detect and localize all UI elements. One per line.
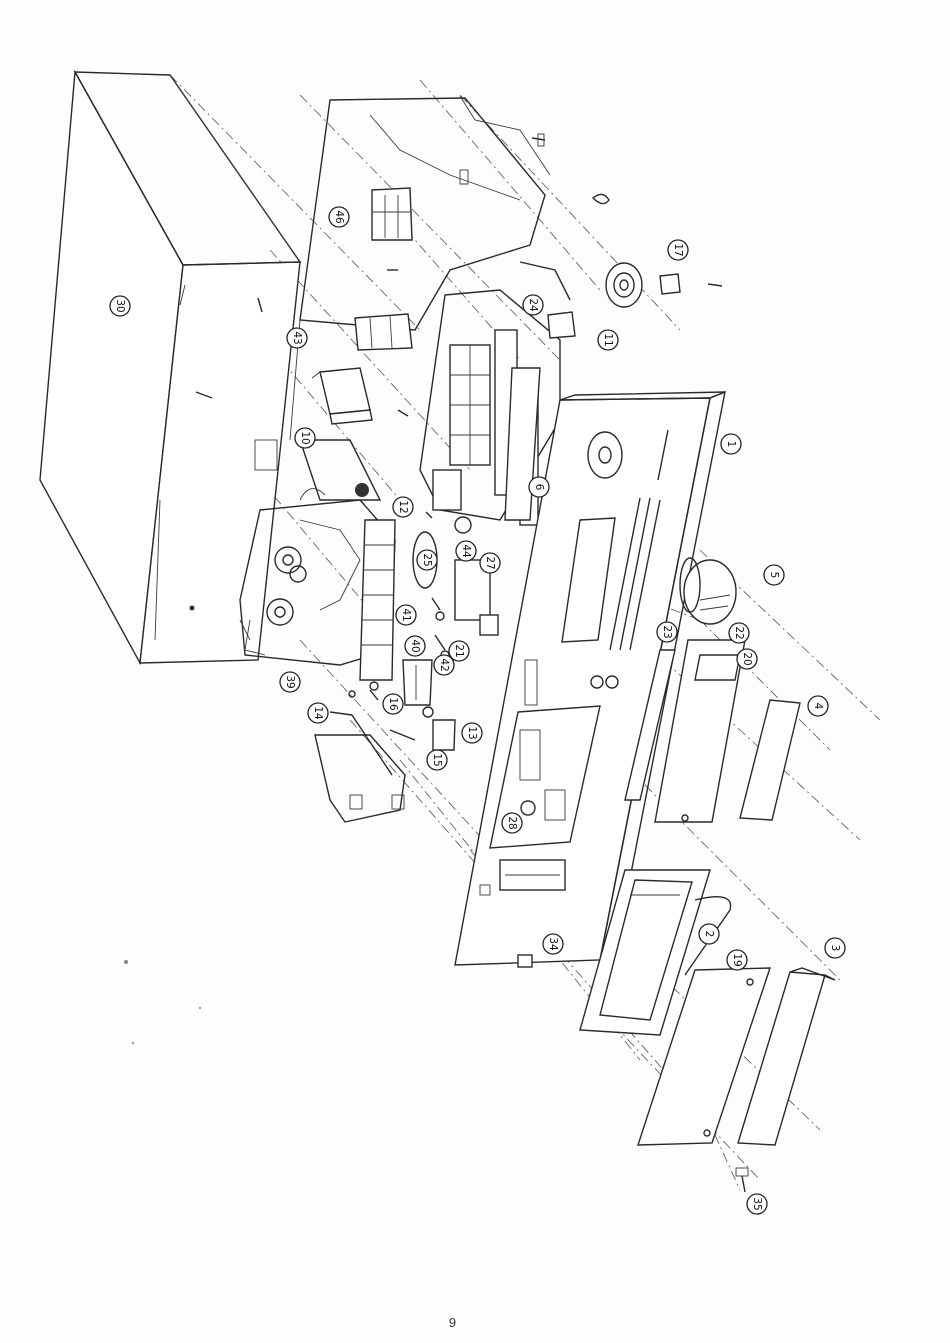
callout-1: 1 (721, 434, 741, 454)
small-parts-cluster (432, 598, 449, 659)
svg-text:40: 40 (409, 639, 421, 652)
svg-text:23: 23 (661, 625, 673, 638)
callout-13: 13 (462, 723, 482, 743)
callout-15: 15 (427, 750, 447, 770)
callout-25: 25 (417, 550, 437, 570)
svg-text:43: 43 (291, 331, 303, 344)
callout-3: 3 (825, 938, 845, 958)
bracket-part-24 (520, 262, 570, 300)
svg-text:27: 27 (484, 556, 496, 569)
callout-6: 6 (529, 477, 549, 497)
scan-specks (124, 960, 201, 1044)
part-13-block (433, 720, 455, 750)
svg-text:42: 42 (438, 658, 450, 671)
svg-text:19: 19 (731, 953, 743, 966)
svg-text:24: 24 (527, 298, 539, 312)
svg-text:25: 25 (421, 553, 433, 566)
trim-part-4 (740, 700, 800, 820)
svg-text:35: 35 (751, 1197, 763, 1210)
callout-40: 40 (405, 636, 425, 656)
clip-part-34 (518, 955, 532, 967)
svg-text:28: 28 (506, 816, 518, 829)
svg-text:3: 3 (829, 945, 841, 952)
callout-35: 35 (747, 1194, 767, 1214)
callout-46: 46 (329, 207, 349, 227)
svg-text:41: 41 (400, 608, 412, 621)
svg-text:22: 22 (733, 626, 745, 639)
callout-44: 44 (456, 541, 476, 561)
svg-text:6: 6 (533, 484, 545, 491)
callout-23: 23 (657, 622, 677, 642)
keys-part-12 (360, 520, 395, 680)
callout-42: 42 (434, 655, 454, 675)
svg-text:12: 12 (397, 500, 409, 513)
svg-text:1: 1 (725, 441, 737, 448)
callout-28: 28 (502, 813, 522, 833)
callout-17: 17 (668, 240, 688, 260)
svg-text:16: 16 (387, 697, 399, 711)
svg-text:2: 2 (703, 931, 715, 938)
transformer-part-43 (312, 368, 372, 424)
svg-text:20: 20 (741, 652, 753, 665)
callout-12: 12 (393, 497, 413, 517)
page-number: 9 (0, 1315, 905, 1330)
svg-text:14: 14 (312, 706, 324, 720)
svg-text:15: 15 (431, 753, 443, 766)
callout-20: 20 (737, 649, 757, 669)
callout-11: 11 (598, 330, 618, 350)
svg-text:13: 13 (466, 726, 478, 739)
part-11-button (548, 312, 575, 338)
switch-part-42 (403, 660, 433, 717)
callout-27: 27 (480, 553, 500, 573)
switch-part-46 (372, 188, 412, 240)
svg-text:30: 30 (114, 299, 126, 312)
callout-22: 22 (729, 623, 749, 643)
svg-text:44: 44 (460, 544, 472, 558)
callout-30: 30 (110, 296, 130, 316)
callout-41: 41 (396, 605, 416, 625)
connector-block (355, 314, 412, 350)
callout-2: 2 (699, 924, 719, 944)
callout-43: 43 (287, 328, 307, 348)
svg-text:39: 39 (284, 675, 296, 688)
top-cover (40, 72, 300, 663)
callout-5: 5 (764, 565, 784, 585)
screw-part-35 (736, 1168, 748, 1192)
svg-text:21: 21 (453, 644, 465, 657)
callout-19: 19 (727, 950, 747, 970)
svg-text:17: 17 (672, 243, 684, 256)
volume-knob-part-5 (680, 558, 736, 624)
callout-24: 24 (523, 295, 543, 315)
callout-14: 14 (308, 703, 328, 723)
svg-text:46: 46 (333, 210, 345, 224)
callout-39: 39 (280, 672, 300, 692)
callout-16: 16 (383, 694, 403, 714)
callout-4: 4 (808, 696, 828, 716)
svg-text:11: 11 (602, 333, 614, 346)
svg-text:10: 10 (299, 431, 311, 444)
svg-text:4: 4 (812, 703, 824, 710)
svg-text:34: 34 (547, 937, 559, 951)
knob-part-17 (606, 263, 680, 307)
callout-10: 10 (295, 428, 315, 448)
callout-34: 34 (543, 934, 563, 954)
svg-text:5: 5 (768, 572, 780, 579)
